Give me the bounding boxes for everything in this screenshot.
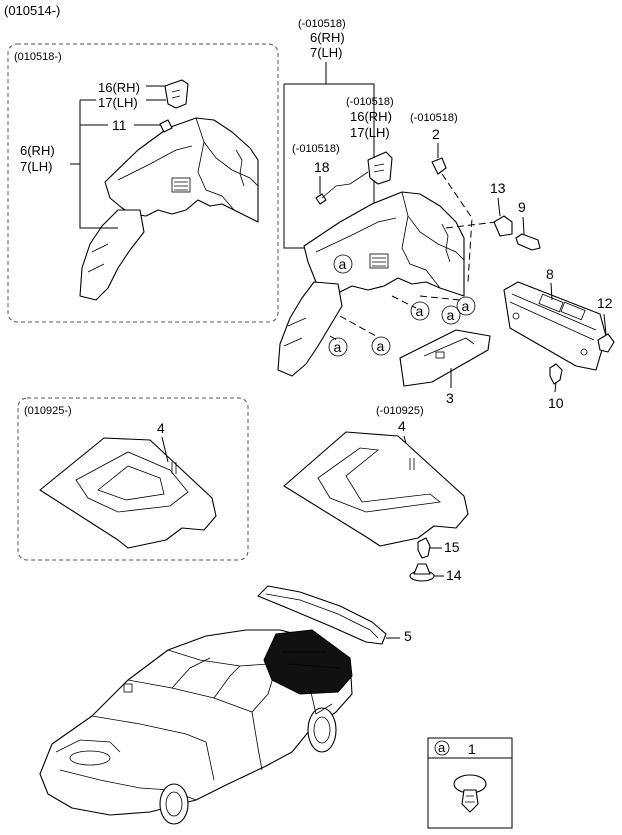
- group-box-010518: [7, 43, 279, 323]
- clip-13: [493, 215, 513, 237]
- callout-p9: 9: [518, 199, 526, 215]
- trunk-lid-seal-5: [257, 585, 387, 645]
- svg-text:a: a: [462, 298, 470, 314]
- retainer-marker-5: a: [328, 337, 348, 357]
- retainer-marker-6: a: [371, 336, 391, 356]
- clip2-date: (-010518): [410, 112, 458, 124]
- callout-left-trim-rh: 6(RH): [20, 143, 55, 158]
- group-label-010925: (010925-): [24, 405, 72, 417]
- bracket-rh: 16(RH): [350, 109, 392, 124]
- svg-text:a: a: [377, 338, 385, 354]
- callout-p18: 18: [314, 159, 330, 175]
- screw18-date: (-010518): [292, 143, 340, 155]
- bracket-lh: 17(LH): [350, 125, 390, 140]
- retainer-marker-1: a: [333, 254, 353, 274]
- right-trim-rh: 6(RH): [310, 30, 345, 45]
- right-trim-lh: 7(LH): [310, 45, 343, 60]
- callout-p2: 2: [432, 126, 440, 142]
- legend-box: a 1: [427, 737, 513, 829]
- svg-text:a: a: [416, 303, 424, 319]
- left-bracket-16-17: [164, 79, 189, 109]
- group-box-010925: [17, 397, 249, 561]
- callout-left-bracket-rh: 16(RH): [98, 80, 140, 95]
- screw-15: [417, 537, 431, 559]
- clip-2: [431, 157, 447, 175]
- callout-p10: 10: [548, 395, 564, 411]
- callout-p5: 5: [404, 628, 412, 644]
- right-trim-date: (-010518): [298, 18, 346, 30]
- right-bracket-16-17: [367, 151, 393, 185]
- screw-10: [549, 363, 563, 385]
- retainer-marker-4: a: [441, 305, 461, 325]
- clip-1-icon: [453, 774, 487, 813]
- left-screw-11: [159, 119, 173, 133]
- screw-18: [315, 171, 369, 205]
- clip-12: [597, 333, 615, 353]
- legend-marker: a: [438, 740, 446, 755]
- trunk-mat-4-left: [39, 437, 217, 549]
- bracket-date: (-010518): [346, 96, 394, 108]
- callout-p14: 14: [446, 567, 462, 583]
- retainer-marker-2: a: [410, 301, 430, 321]
- callout-left-screw: 11: [112, 117, 127, 133]
- callout-p3: 3: [446, 390, 454, 406]
- callout-p8: 8: [546, 266, 554, 282]
- left-quarter-trim: [79, 117, 259, 301]
- mat-date: (-010925): [376, 405, 424, 417]
- callout-p15: 15: [444, 539, 460, 555]
- right-quarter-trim: [277, 191, 465, 377]
- callout-p4-right: 4: [398, 418, 406, 434]
- retainer-marker-3: a: [456, 296, 476, 316]
- screw-9: [515, 233, 541, 251]
- callout-left-trim-lh: 7(LH): [20, 159, 53, 174]
- group-label-010518: (010518-): [14, 51, 62, 63]
- vehicle-outline: [39, 629, 353, 825]
- trunk-sill-trim-8: [503, 281, 607, 371]
- svg-text:a: a: [334, 339, 342, 355]
- svg-text:a: a: [447, 307, 455, 323]
- callout-p4-left: 4: [157, 420, 165, 436]
- header-code: (010514-): [4, 3, 60, 18]
- legend-number: 1: [468, 741, 476, 757]
- callout-p12: 12: [597, 295, 613, 311]
- callout-p13: 13: [490, 180, 506, 196]
- trunk-mat-4-right: [283, 431, 469, 547]
- svg-text:a: a: [339, 256, 347, 272]
- panel-3: [399, 329, 491, 387]
- fastener-14: [409, 563, 435, 582]
- callout-left-bracket-lh: 17(LH): [98, 95, 138, 110]
